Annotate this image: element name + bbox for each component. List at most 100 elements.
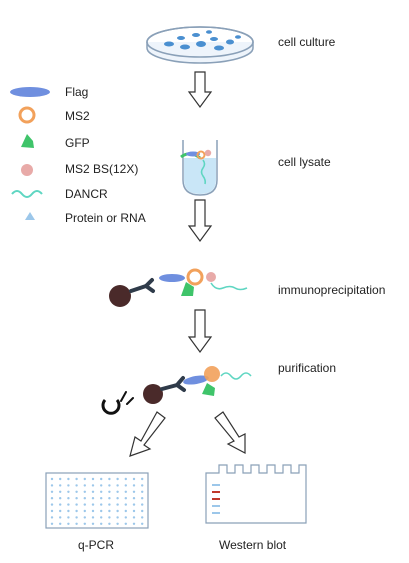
plate-well [59, 484, 62, 487]
plate-well [67, 477, 70, 481]
plate-well [75, 509, 78, 513]
plate-well [59, 516, 62, 519]
plate-well [67, 497, 70, 500]
plate-well [132, 503, 136, 506]
down-arrow-1 [187, 71, 213, 109]
plate-well [59, 509, 62, 513]
plate-well [141, 490, 144, 493]
plate-well [108, 477, 111, 481]
plate-well [108, 509, 111, 513]
plate-well [50, 516, 54, 519]
plate-well [75, 477, 78, 481]
qpcr-plate-icon [45, 472, 149, 529]
plate-well [141, 516, 144, 519]
plate-well [132, 522, 136, 525]
plate-well [116, 477, 119, 481]
plate-well [59, 477, 62, 481]
plate-well [91, 484, 95, 487]
plate-well [132, 509, 136, 513]
plate-well [108, 503, 111, 506]
plate-well [83, 516, 87, 519]
test-tube-icon [180, 140, 218, 196]
legend-label-ms2: MS2 [65, 109, 90, 123]
plate-well [50, 522, 54, 525]
plate-well [83, 484, 87, 487]
plate-well [124, 497, 128, 500]
legend-label-protein-or-rna: Protein or RNA [65, 211, 146, 225]
plate-well [141, 497, 144, 500]
plate-well [91, 503, 95, 506]
plate-well [100, 477, 103, 481]
petri-dish-icon [146, 26, 254, 64]
plate-well [141, 522, 144, 525]
plate-well [83, 509, 87, 513]
ms2-icon [18, 106, 36, 124]
output-label-qpcr: q-PCR [78, 538, 115, 552]
plate-well [67, 490, 70, 493]
plate-well [50, 484, 54, 487]
plate-well [132, 497, 136, 500]
plate-well [124, 477, 128, 481]
plate-well [100, 484, 103, 487]
plate-well [100, 522, 103, 525]
plate-well [50, 503, 54, 506]
plate-well [91, 497, 95, 500]
plate-well [50, 509, 54, 513]
legend-label-gfp: GFP [65, 136, 90, 150]
plate-well [132, 490, 136, 493]
plate-well [124, 509, 128, 513]
plate-well [91, 509, 95, 513]
plate-well [124, 503, 128, 506]
purification-complex-icon [101, 366, 252, 415]
plate-well [108, 490, 111, 493]
plate-well [50, 477, 54, 481]
step-label-immunoprecipitation: immunoprecipitation [278, 283, 386, 297]
plate-well [108, 484, 111, 487]
gfp-icon [21, 134, 34, 148]
plate-well [50, 497, 54, 500]
plate-well [141, 484, 144, 487]
plate-well [75, 497, 78, 500]
plate-well [50, 490, 54, 493]
plate-well [75, 484, 78, 487]
plate-well [83, 497, 87, 500]
plate-well [91, 522, 95, 525]
plate-well [132, 477, 136, 481]
plate-well [116, 484, 119, 487]
diagonal-arrow-left [129, 411, 166, 457]
plate-well [59, 497, 62, 500]
plate-well [141, 509, 144, 513]
plate-well [108, 522, 111, 525]
plate-well [116, 490, 119, 493]
plate-well [91, 516, 95, 519]
plate-well [116, 509, 119, 513]
plate-well [141, 477, 144, 481]
plate-well [75, 516, 78, 519]
plate-well [83, 490, 87, 493]
output-label-western-blot: Western blot [219, 538, 287, 552]
plate-well [116, 497, 119, 500]
plate-well [83, 503, 87, 506]
plate-well [59, 522, 62, 525]
plate-well [75, 503, 78, 506]
diagonal-arrow-right [214, 411, 246, 454]
plate-well [132, 516, 136, 519]
plate-well [91, 490, 95, 493]
plate-well [59, 503, 62, 506]
plate-well [116, 503, 119, 506]
plate-well [100, 490, 103, 493]
plate-well [67, 516, 70, 519]
plate-well [132, 484, 136, 487]
down-arrow-3 [187, 309, 213, 354]
plate-well [124, 490, 128, 493]
plate-well [75, 522, 78, 525]
step-label-cell-lysate: cell lysate [278, 155, 331, 169]
dancr-icon [11, 190, 43, 198]
plate-well [124, 484, 128, 487]
plate-well [59, 490, 62, 493]
step-label-purification: purification [278, 361, 337, 375]
western-gel-icon [205, 464, 307, 524]
plate-well [67, 509, 70, 513]
plate-well [124, 516, 128, 519]
